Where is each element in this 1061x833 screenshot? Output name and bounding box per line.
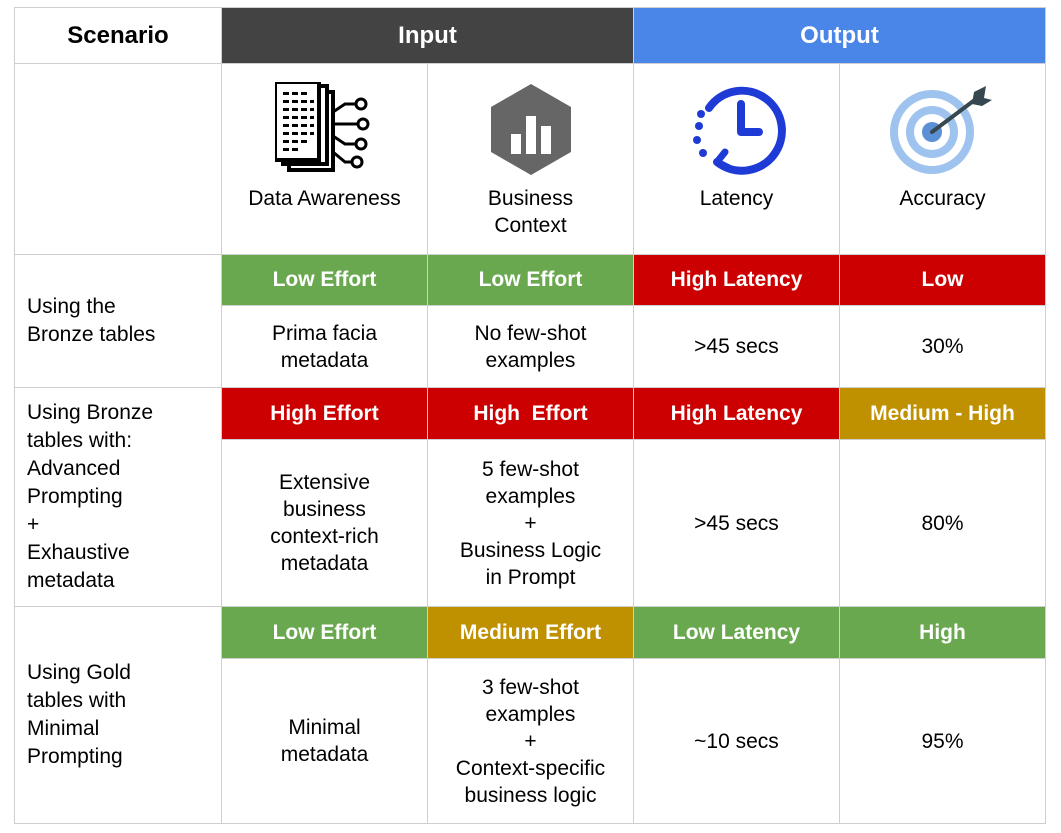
detail-cell: 3 few-shot examples + Context-specific b…: [427, 658, 634, 824]
column-label: Business Context: [487, 187, 574, 237]
effort-badge: Low Effort: [221, 254, 428, 306]
effort-badge: Low Effort: [221, 606, 428, 659]
detail-cell: >45 secs: [633, 305, 840, 388]
detail-cell: Minimal metadata: [221, 658, 428, 824]
target-icon: [888, 82, 998, 177]
column-data-awareness: Data Awareness: [221, 63, 428, 255]
column-label: Accuracy: [899, 187, 986, 210]
detail-cell: >45 secs: [633, 439, 840, 607]
latency-badge: Low Latency: [633, 606, 840, 659]
scenario-blank-cell: [14, 63, 222, 255]
latency-badge: High Latency: [633, 254, 840, 306]
header-output: Output: [633, 7, 1046, 64]
document-network-icon: [274, 82, 375, 177]
column-label: Data Awareness: [248, 187, 401, 210]
accuracy-badge: Medium - High: [839, 387, 1046, 440]
detail-cell: Extensive business context-rich metadata: [221, 439, 428, 607]
detail-cell: No few-shot examples: [427, 305, 634, 388]
detail-cell: ~10 secs: [633, 658, 840, 824]
effort-badge: Medium Effort: [427, 606, 634, 659]
accuracy-badge: High: [839, 606, 1046, 659]
detail-cell: Prima facia metadata: [221, 305, 428, 388]
scenario-bronze-advanced: Using Bronze tables with: Advanced Promp…: [14, 387, 222, 607]
detail-cell: 95%: [839, 658, 1046, 824]
effort-badge: High Effort: [221, 387, 428, 440]
accuracy-badge: Low: [839, 254, 1046, 306]
detail-cell: 80%: [839, 439, 1046, 607]
detail-cell: 5 few-shot examples + Business Logic in …: [427, 439, 634, 607]
header-scenario: Scenario: [14, 7, 222, 64]
bar-chart-hexagon-icon: [481, 82, 581, 177]
header-input: Input: [221, 7, 634, 64]
detail-cell: 30%: [839, 305, 1046, 388]
column-business-context: Business Context: [427, 63, 634, 255]
effort-badge: Low Effort: [427, 254, 634, 306]
column-latency: Latency: [633, 63, 840, 255]
scenario-bronze: Using the Bronze tables: [14, 254, 222, 388]
column-accuracy: Accuracy: [839, 63, 1046, 255]
latency-badge: High Latency: [633, 387, 840, 440]
effort-badge: High Effort: [427, 387, 634, 440]
clock-icon: [687, 82, 787, 177]
column-label: Latency: [699, 187, 774, 210]
scenario-gold: Using Gold tables with Minimal Prompting: [14, 606, 222, 824]
